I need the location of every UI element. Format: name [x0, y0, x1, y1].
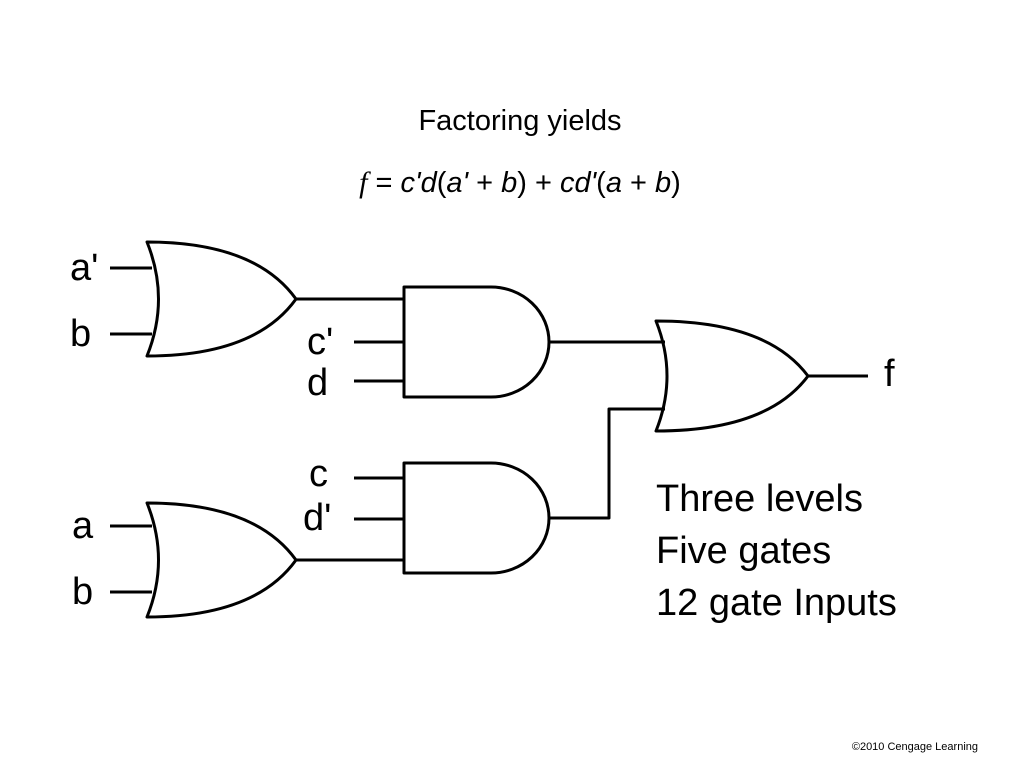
copyright-notice: ©2010 Cengage Learning	[851, 741, 978, 753]
equation-part: (	[596, 167, 606, 199]
slide-title: Factoring yields	[418, 105, 622, 137]
equation-part: )	[671, 167, 681, 199]
or-gate-3	[654, 319, 810, 433]
input-label: b	[72, 571, 93, 613]
and-gate-2	[402, 461, 551, 575]
equation: f = c'd(a' + b) + cd'(a + b)	[0, 165, 1024, 201]
output-label: f	[884, 353, 895, 395]
or-gate-1	[145, 240, 298, 358]
equation-part: +	[621, 167, 656, 199]
wire-and2-to-or3	[549, 407, 665, 520]
input-label: a'	[70, 247, 98, 289]
summary-text: Three levels Five gates 12 gate Inputs	[656, 473, 897, 629]
equation-function-symbol: f	[359, 166, 368, 199]
input-label: a	[72, 505, 94, 547]
equation-part: c'd	[400, 167, 437, 199]
input-label: d	[307, 362, 328, 404]
summary-levels: Three levels	[656, 478, 863, 520]
equation-part: ) +	[517, 167, 560, 199]
input-label: c	[309, 453, 328, 495]
input-label: d'	[303, 497, 331, 539]
equation-part: b	[655, 167, 672, 199]
input-label: b	[70, 313, 91, 355]
equation-part: +	[468, 167, 502, 199]
or-gate-2	[145, 501, 298, 619]
and-gate-1	[402, 285, 551, 399]
summary-gates: Five gates	[656, 530, 832, 572]
equation-part: cd'	[559, 167, 597, 199]
equation-part: b	[501, 167, 518, 199]
equation-part: =	[367, 167, 401, 199]
equation-part: (	[436, 167, 447, 199]
summary-inputs: 12 gate Inputs	[656, 582, 897, 624]
input-label: c'	[307, 321, 333, 363]
equation-part: a	[605, 167, 622, 199]
equation-part: a'	[446, 167, 469, 199]
